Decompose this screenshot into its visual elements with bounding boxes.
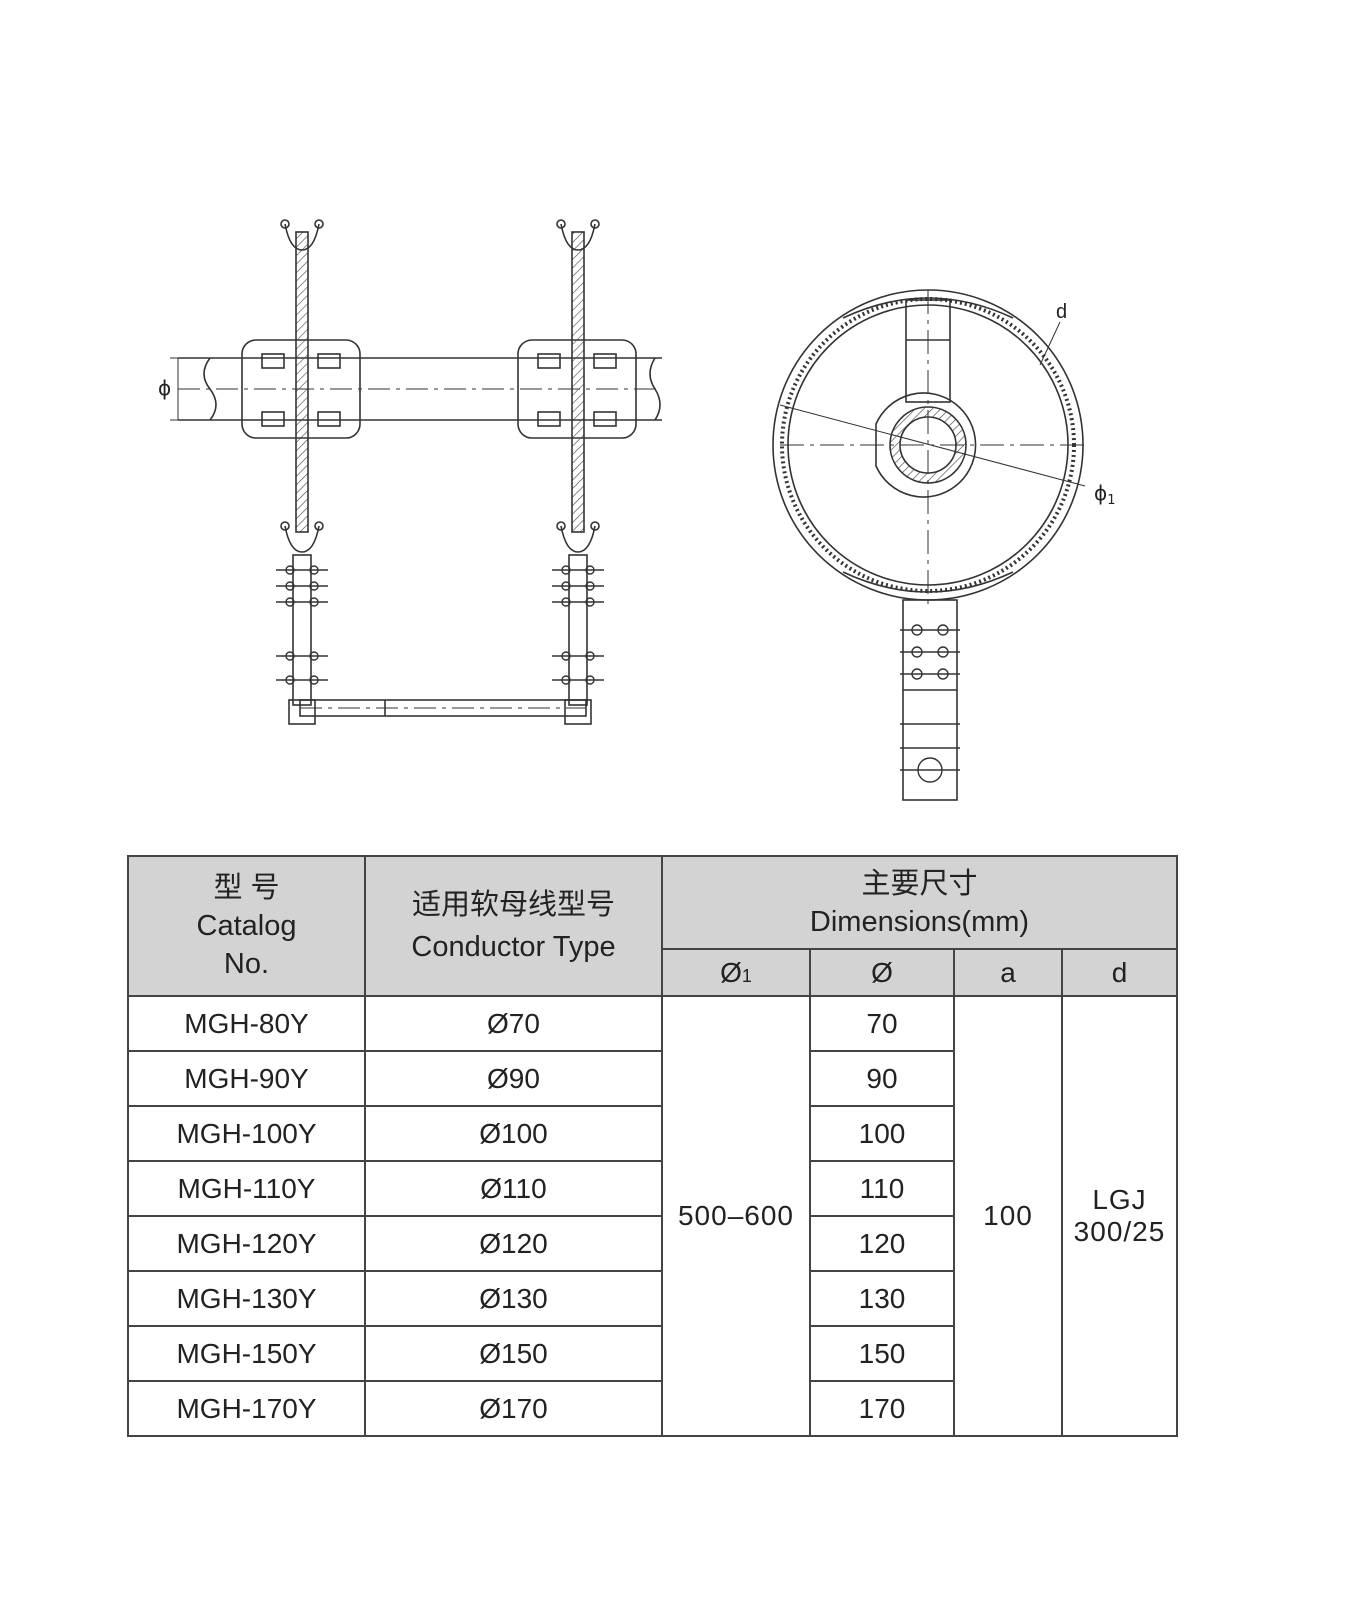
header-dims-cn: 主要尺寸 [861,867,978,900]
cell-d-line1: LGJ [1092,1184,1147,1215]
cell-conductor: Ø90 [364,1050,663,1107]
spec-table: 型 号 Catalog No. 适用软母线型号 Conductor Type 主… [127,854,1178,1437]
cell-conductor: Ø110 [364,1160,663,1217]
technical-drawing: ϕ d ϕ1 [158,219,1115,801]
cell-catalog: MGH-90Y [127,1050,366,1107]
table-row: MGH-130Y Ø130 130 [127,1270,1177,1327]
cell-phi: 70 [809,995,955,1052]
header-phi1: Ø1 [661,948,811,997]
header-phi: Ø [809,948,955,997]
table-row: MGH-110Y Ø110 110 [127,1160,1177,1217]
cell-conductor: Ø150 [364,1325,663,1382]
cell-phi: 120 [809,1215,955,1272]
table-row: MGH-80Y Ø70 500–600 70 100 LGJ 300/25 [127,995,1178,1437]
cell-conductor: Ø120 [364,1215,663,1272]
header-catalog-cn: 型 号 [213,872,280,904]
side-bolts [900,624,960,783]
cell-catalog: MGH-150Y [127,1325,366,1382]
cell-conductor: Ø70 [364,995,663,1052]
header-row-2: Ø1 Ø a d [128,948,1178,997]
cell-phi: 150 [809,1325,955,1382]
table-row: MGH-90Y Ø90 90 [127,1050,1177,1107]
cell-catalog: MGH-100Y [127,1105,366,1162]
header-dims-en: Dimensions(mm) [809,905,1030,938]
table-row: MGH-150Y Ø150 150 [127,1325,1177,1382]
cell-phi: 110 [809,1160,955,1217]
header-phi1-subscript: 1 [741,965,752,986]
cell-catalog: MGH-130Y [127,1270,366,1327]
cell-catalog: MGH-80Y [127,995,366,1052]
cell-catalog: MGH-110Y [127,1160,366,1217]
phi-label: ϕ [158,376,171,400]
cell-phi: 100 [809,1105,955,1162]
header-phi1-symbol: Ø [720,956,742,988]
cell-phi: 130 [809,1270,955,1327]
phi1-symbol: ϕ [1094,481,1107,505]
cell-d-line2: 300/25 [1073,1216,1166,1247]
phi1-label: ϕ1 [1094,481,1115,508]
cell-d-shared: LGJ 300/25 [1061,995,1178,1437]
cell-conductor: Ø100 [364,1105,663,1162]
header-conductor-en: Conductor Type [411,931,616,963]
header-a: a [953,948,1063,997]
phi1-subscript: 1 [1107,493,1115,508]
table-row: MGH-120Y Ø120 120 [127,1215,1177,1272]
header-d: d [1061,948,1178,997]
table-row: MGH-100Y Ø100 100 [127,1105,1177,1162]
cell-phi: 90 [809,1050,955,1107]
header-catalog-en2: No. [223,948,270,980]
front-bolts [276,565,604,685]
cell-a-shared: 100 [953,995,1063,1437]
cell-catalog: MGH-170Y [127,1380,366,1437]
cell-conductor: Ø130 [364,1270,663,1327]
cell-catalog: MGH-120Y [127,1215,366,1272]
table-row: MGH-170Y Ø170 170 [127,1380,1177,1437]
header-conductor-cn: 适用软母线型号 [411,889,615,921]
side-view [772,289,1086,801]
d-label: d [1056,301,1067,323]
header-catalog: 型 号 Catalog No. [127,855,366,997]
header-dimensions: 主要尺寸 Dimensions(mm) [661,854,1178,951]
cell-phi1-shared: 500–600 [661,995,811,1437]
front-view [170,219,662,725]
header-conductor: 适用软母线型号 Conductor Type [364,855,663,997]
header-catalog-en1: Catalog [196,910,297,942]
header-row-1: 型 号 Catalog No. 适用软母线型号 Conductor Type 主… [127,854,1178,997]
cell-conductor: Ø170 [364,1380,663,1437]
cell-phi: 170 [809,1380,955,1437]
